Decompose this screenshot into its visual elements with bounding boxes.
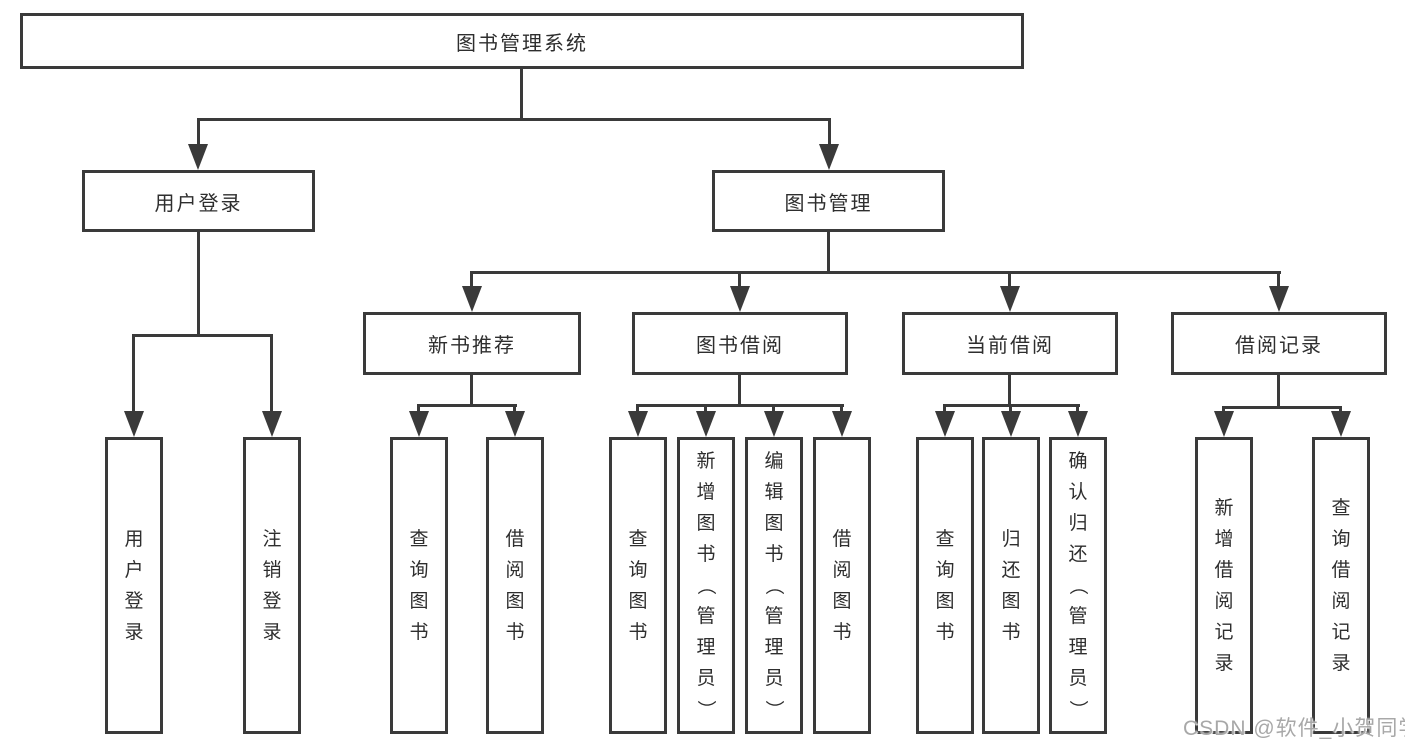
leaf-logout: 注销登录 xyxy=(243,437,301,734)
connector-root-stem xyxy=(520,69,523,120)
connector-rail xyxy=(417,404,517,407)
connector-rail xyxy=(943,404,1080,407)
connector-stem xyxy=(1222,408,1225,413)
connector-stem xyxy=(270,336,273,413)
connector-stem xyxy=(470,273,473,287)
leaf-query-books-2: 查询图书 xyxy=(609,437,667,734)
arrowhead-down-icon xyxy=(628,411,648,437)
leaf-return-books: 归还图书 xyxy=(982,437,1040,734)
arrowhead-down-icon xyxy=(1269,286,1289,312)
leaf-query-books-3: 查询图书 xyxy=(916,437,974,734)
arrowhead-down-icon xyxy=(696,411,716,437)
csdn-watermark: CSDN @软件_小贺同学 xyxy=(1183,717,1405,740)
arrowhead-down-icon xyxy=(262,411,282,437)
arrowhead-down-icon xyxy=(1000,286,1020,312)
leaf-query-books-1: 查询图书 xyxy=(390,437,448,734)
connector-stem xyxy=(513,406,516,413)
arrowhead-down-icon xyxy=(832,411,852,437)
connector-stem xyxy=(1339,408,1342,413)
arrowhead-down-icon xyxy=(819,144,839,170)
node-user-login: 用户登录 xyxy=(82,170,315,232)
connector-stem xyxy=(1076,406,1079,413)
connector-stem xyxy=(738,375,741,406)
connector-level2-rail xyxy=(197,118,831,121)
arrowhead-down-icon xyxy=(935,411,955,437)
node-user-login-label: 用户登录 xyxy=(154,192,243,215)
connector-stem xyxy=(840,406,843,413)
leaf-confirm-return-admin: 确认归还（管理员） xyxy=(1049,437,1107,734)
leaf-add-books-admin: 新增图书（管理员） xyxy=(677,437,735,734)
node-new-book-recommend-label: 新书推荐 xyxy=(428,335,516,357)
node-borrow-records-label: 借阅记录 xyxy=(1235,335,1323,357)
connector-stem xyxy=(704,406,707,413)
connector-stem xyxy=(738,273,741,287)
connector-stem xyxy=(772,406,775,413)
connector-stem xyxy=(197,232,200,337)
connector-rail xyxy=(1222,406,1342,409)
arrowhead-down-icon xyxy=(1001,411,1021,437)
connector-stem xyxy=(1277,375,1280,408)
connector-stem xyxy=(470,375,473,406)
node-borrow-records: 借阅记录 xyxy=(1171,312,1387,375)
leaf-query-borrow-record: 查询借阅记录 xyxy=(1312,437,1370,734)
node-book-borrow-label: 图书借阅 xyxy=(696,335,784,357)
connector-stem xyxy=(1008,375,1011,406)
arrowhead-down-icon xyxy=(505,411,525,437)
connector-stem xyxy=(636,406,639,413)
connector-stem xyxy=(197,120,200,146)
arrowhead-down-icon xyxy=(764,411,784,437)
arrowhead-down-icon xyxy=(409,411,429,437)
connector-stem xyxy=(943,406,946,413)
node-book-borrow: 图书借阅 xyxy=(632,312,848,375)
connector-rail xyxy=(132,334,273,337)
leaf-borrow-books-1: 借阅图书 xyxy=(486,437,544,734)
node-root-label: 图书管理系统 xyxy=(456,32,588,55)
node-book-management-label: 图书管理 xyxy=(784,192,873,215)
leaf-edit-books-admin: 编辑图书（管理员） xyxy=(745,437,803,734)
arrowhead-down-icon xyxy=(462,286,482,312)
leaf-add-borrow-record: 新增借阅记录 xyxy=(1195,437,1253,734)
connector-rail xyxy=(636,404,844,407)
leaf-borrow-books-2: 借阅图书 xyxy=(813,437,871,734)
node-current-borrow-label: 当前借阅 xyxy=(966,335,1054,357)
arrowhead-down-icon xyxy=(1331,411,1351,437)
connector-stem xyxy=(828,120,831,146)
node-book-management: 图书管理 xyxy=(712,170,945,232)
connector-stem xyxy=(417,406,420,413)
arrowhead-down-icon xyxy=(188,144,208,170)
connector-stem xyxy=(827,232,830,273)
node-current-borrow: 当前借阅 xyxy=(902,312,1118,375)
connector-stem xyxy=(1277,273,1280,287)
arrowhead-down-icon xyxy=(1214,411,1234,437)
arrowhead-down-icon xyxy=(124,411,144,437)
arrowhead-down-icon xyxy=(730,286,750,312)
connector-level3-rail xyxy=(470,271,1281,274)
node-new-book-recommend: 新书推荐 xyxy=(363,312,581,375)
connector-stem xyxy=(1009,406,1012,413)
connector-stem xyxy=(132,336,135,413)
leaf-user-login: 用户登录 xyxy=(105,437,163,734)
connector-stem xyxy=(1008,273,1011,287)
node-root: 图书管理系统 xyxy=(20,13,1024,69)
arrowhead-down-icon xyxy=(1068,411,1088,437)
